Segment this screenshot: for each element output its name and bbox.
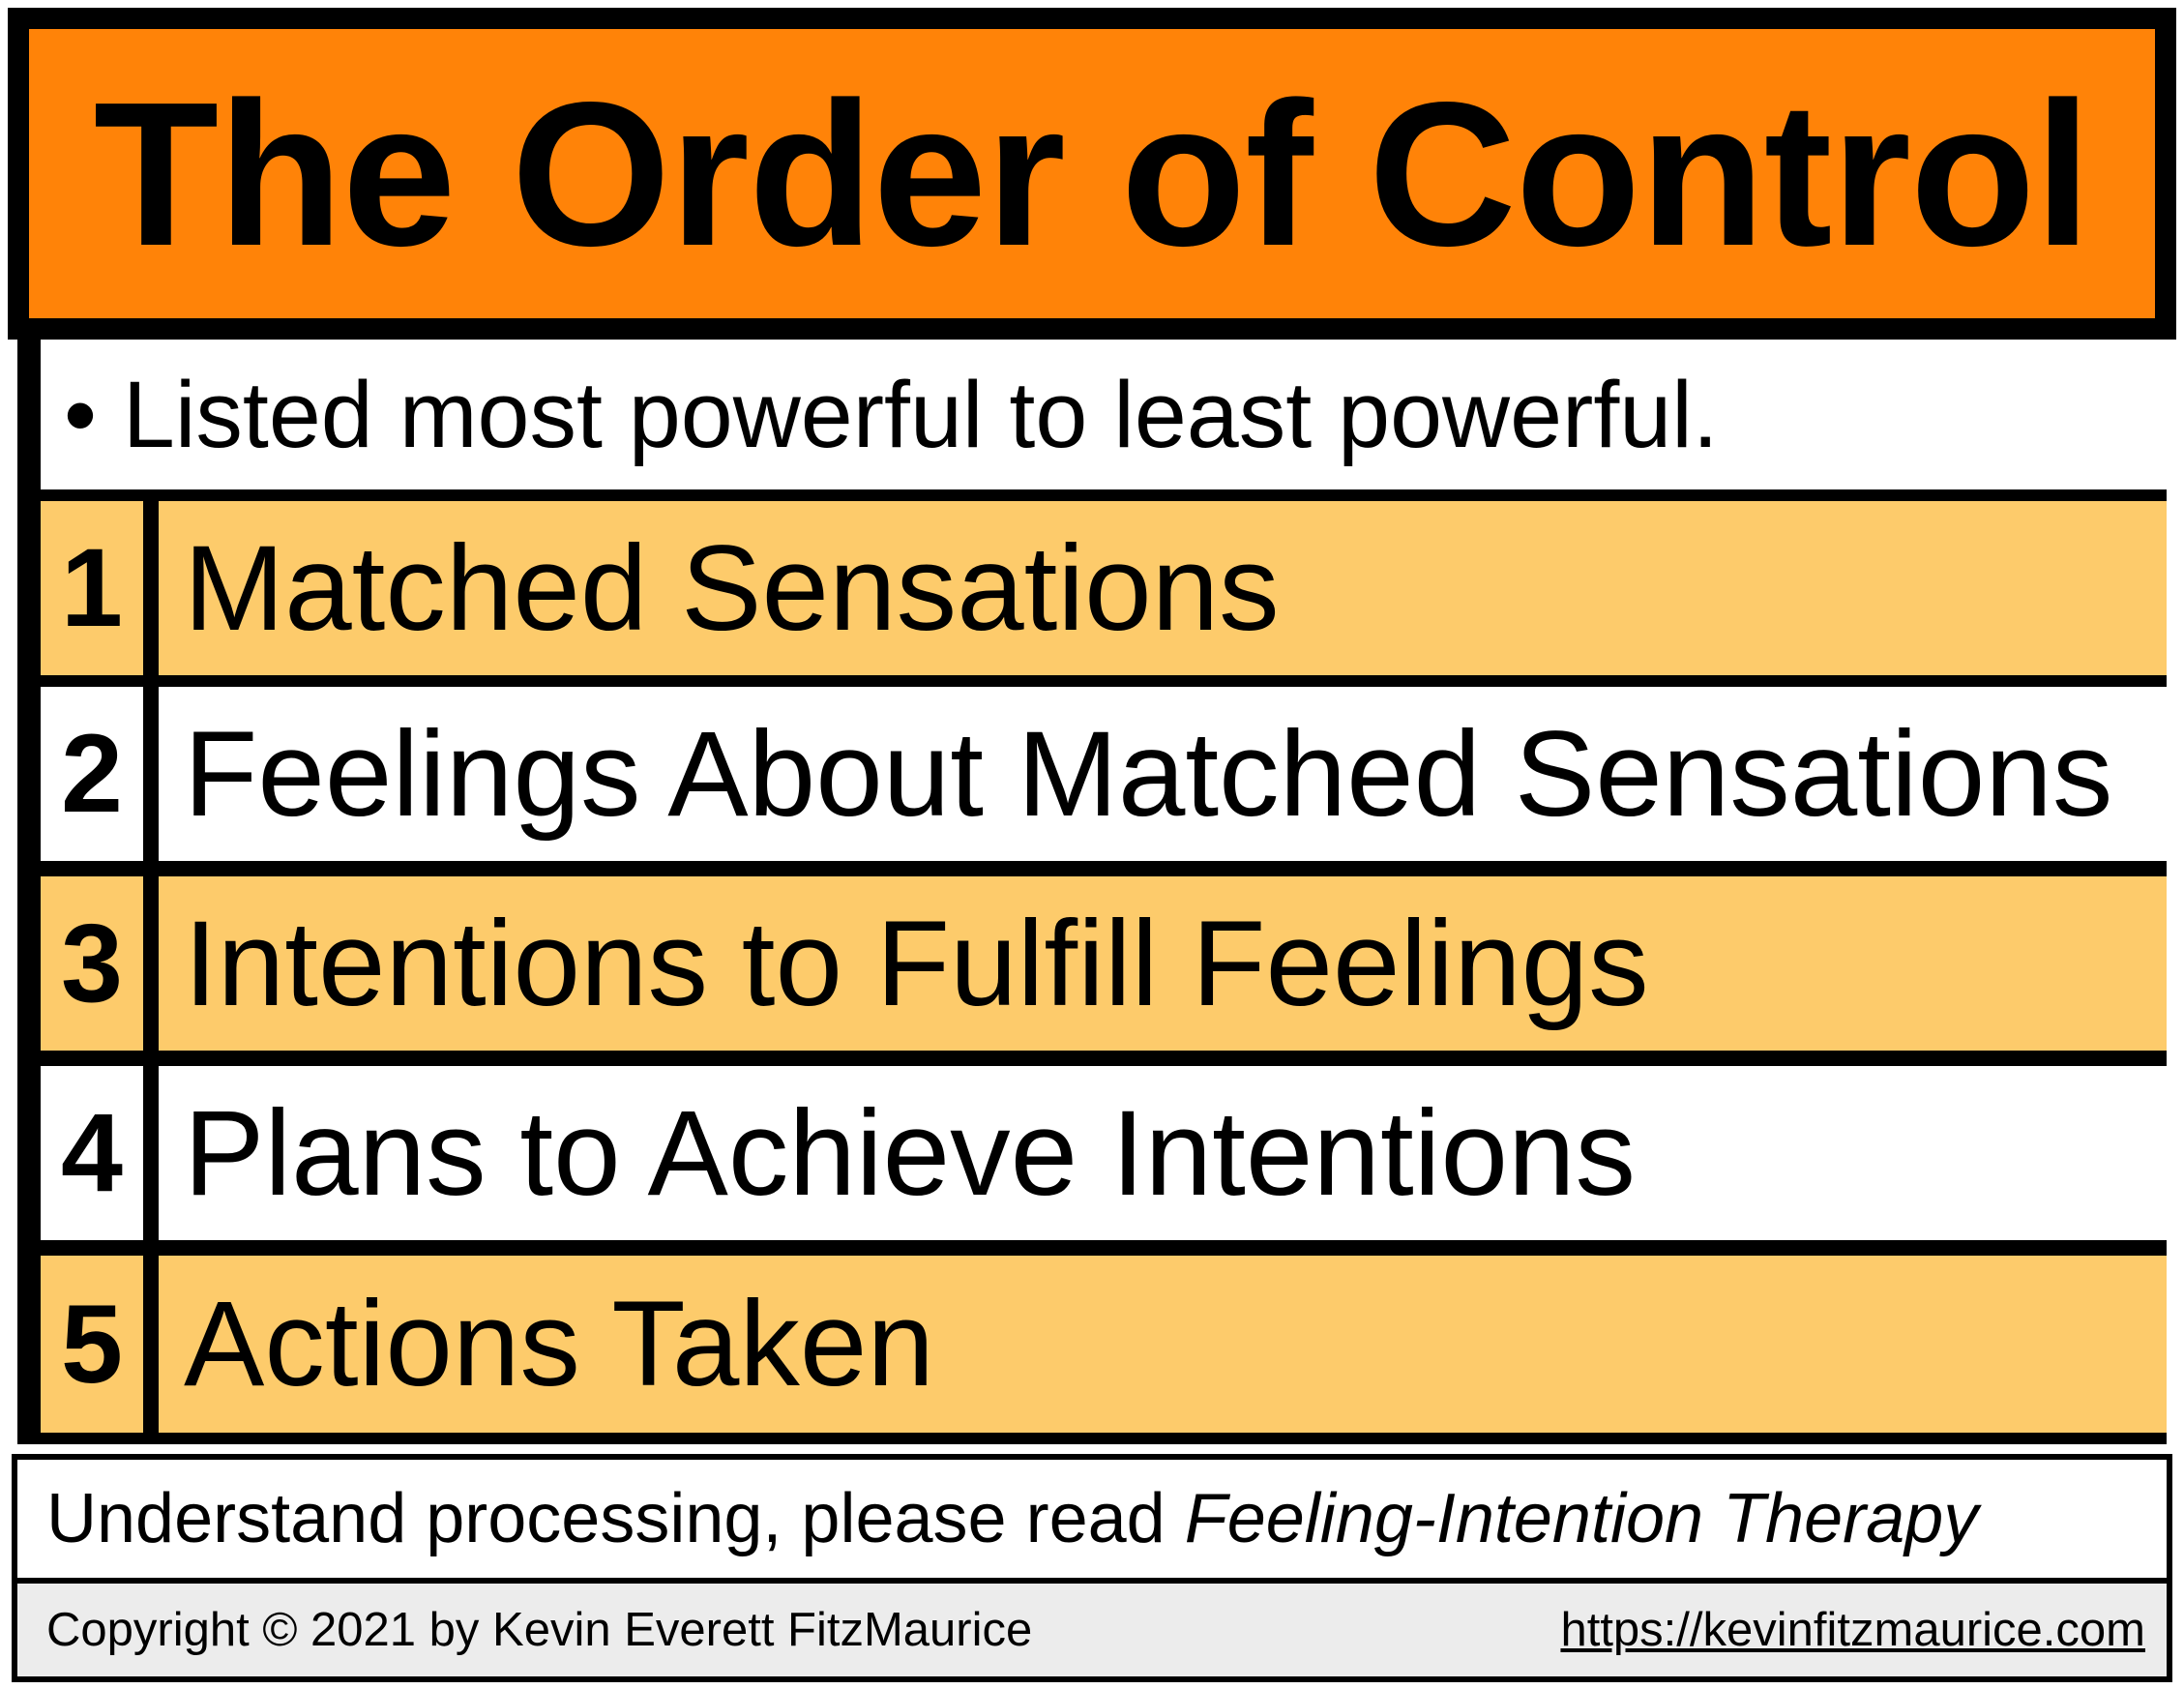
- subtitle: • Listed most powerful to least powerful…: [64, 361, 1719, 467]
- footer: Copyright © 2021 by Kevin Everett FitzMa…: [12, 1584, 2172, 1682]
- note-text: Understand processing, please read Feeli…: [46, 1479, 1978, 1558]
- list-item: 1 Matched Sensations: [41, 501, 2167, 675]
- order-list-frame: • Listed most powerful to least powerful…: [17, 340, 2167, 1444]
- column-divider: [143, 876, 159, 1051]
- item-label: Matched Sensations: [159, 501, 2167, 675]
- list-item: 3 Intentions to Fulfill Feelings: [41, 876, 2167, 1051]
- subtitle-row: • Listed most powerful to least powerful…: [41, 340, 2167, 489]
- item-number: 2: [41, 687, 143, 861]
- note-lead: Understand processing, please read: [46, 1480, 1185, 1557]
- item-number: 4: [41, 1066, 143, 1240]
- column-divider: [143, 501, 159, 675]
- column-divider: [143, 1066, 159, 1240]
- item-number: 1: [41, 501, 143, 675]
- column-divider: [143, 1256, 159, 1433]
- column-divider: [143, 687, 159, 861]
- item-label: Actions Taken: [159, 1256, 2167, 1433]
- item-label: Plans to Achieve Intentions: [159, 1066, 2167, 1240]
- item-label: Feelings About Matched Sensations: [159, 687, 2167, 861]
- list-item: 4 Plans to Achieve Intentions: [41, 1066, 2167, 1240]
- item-number: 3: [41, 876, 143, 1051]
- book-title: Feeling-Intention Therapy: [1184, 1480, 1979, 1557]
- list-item: 5 Actions Taken: [41, 1256, 2167, 1433]
- list-item: 2 Feelings About Matched Sensations: [41, 687, 2167, 861]
- title-banner: The Order of Control: [8, 8, 2176, 340]
- copyright-text: Copyright © 2021 by Kevin Everett FitzMa…: [46, 1604, 1033, 1656]
- website-link[interactable]: https://kevinfitzmaurice.com: [1560, 1604, 2145, 1656]
- item-label: Intentions to Fulfill Feelings: [159, 876, 2167, 1051]
- reading-note: Understand processing, please read Feeli…: [12, 1454, 2172, 1584]
- item-number: 5: [41, 1256, 143, 1433]
- page-title: The Order of Control: [93, 58, 2092, 288]
